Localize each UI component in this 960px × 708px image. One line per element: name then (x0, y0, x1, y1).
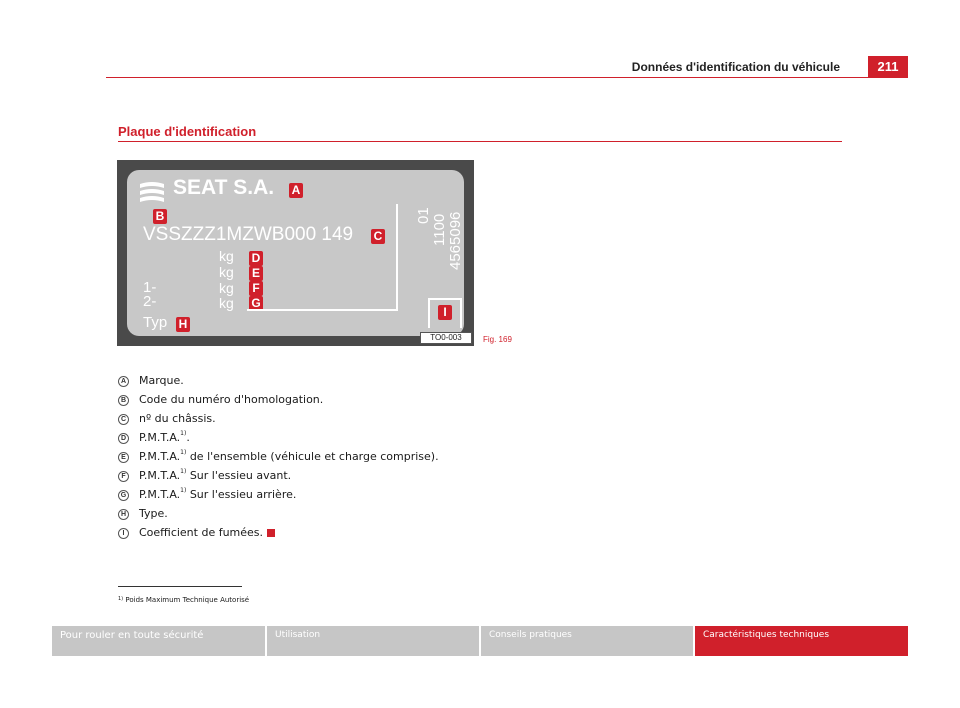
plate-letter-h: H (176, 317, 190, 332)
smoke-coefficient-box (428, 298, 462, 328)
legend-marker: H (118, 509, 129, 520)
identification-plate-figure: SEAT S.A. A B VSSZZZ1MZWB000 149 C kg D … (117, 160, 474, 346)
plate-letter-e: E (249, 266, 263, 281)
plate-letter-d: D (249, 251, 263, 266)
legend-text: P.M.T.A.1) de l'ensemble (véhicule et ch… (139, 449, 439, 463)
plate-letter-b: B (153, 209, 167, 224)
plate-divider-horizontal (247, 309, 398, 311)
header-rule (106, 77, 908, 78)
plate-vin: VSSZZZ1MZWB000 149 (143, 224, 354, 245)
page-number: 211 (868, 56, 908, 78)
plate-divider-vertical (396, 204, 398, 310)
legend-marker: F (118, 471, 129, 482)
plate-kg-d: kg (219, 248, 234, 264)
footnote-rule (118, 586, 242, 587)
plate-kg-e: kg (219, 264, 234, 280)
footnote-ref: 1) (180, 449, 187, 456)
footnote-ref: 1) (180, 430, 187, 437)
footnote: 1) Poids Maximum Technique Autorisé (118, 596, 249, 604)
legend-marker: B (118, 395, 129, 406)
legend-text: P.M.T.A.1) Sur l'essieu avant. (139, 468, 292, 482)
figure-code: TO0-003 (420, 332, 472, 344)
legend-marker: C (118, 414, 129, 425)
end-of-section-icon (267, 529, 276, 537)
plate-letter-a: A (289, 183, 303, 198)
legend-marker: A (118, 376, 129, 387)
plate-letter-g: G (249, 296, 263, 311)
footer-tab-caracteristiques[interactable]: Caractéristiques techniques (695, 626, 908, 656)
footer-tab-utilisation[interactable]: Utilisation (267, 626, 479, 656)
legend-text: nº du châssis. (139, 412, 216, 425)
identification-plate: SEAT S.A. A B VSSZZZ1MZWB000 149 C kg D … (127, 170, 464, 336)
plate-typ: Typ (143, 314, 168, 331)
plate-code-1: 01 (415, 207, 432, 224)
footer-tab-conseils[interactable]: Conseils pratiques (481, 626, 693, 656)
legend-marker: I (118, 528, 129, 539)
running-header-title: Données d'identification du véhicule (631, 60, 840, 74)
legend-marker: E (118, 452, 129, 463)
plate-vertical-codes: 01 1100 4565096 (412, 178, 472, 278)
plate-row-2: 2- (143, 293, 157, 310)
footnote-mark: 1) (118, 596, 124, 602)
section-rule (118, 141, 842, 142)
legend-text: Coefficient de fumées. (139, 526, 276, 539)
legend-text: P.M.T.A.1). (139, 430, 190, 444)
footnote-text: Poids Maximum Technique Autorisé (125, 596, 250, 604)
plate-letter-c: C (371, 229, 385, 244)
legend-text: Type. (139, 507, 168, 520)
plate-row-1: 1- (143, 279, 157, 296)
legend-text: Marque. (139, 374, 184, 387)
legend-marker: D (118, 433, 129, 444)
legend-marker: G (118, 490, 129, 501)
footer-tab-securite[interactable]: Pour rouler en toute sécurité (52, 626, 265, 656)
legend-text: Code du numéro d'homologation. (139, 393, 324, 406)
plate-code-2: 1100 (431, 213, 448, 246)
plate-brand: SEAT S.A. (173, 176, 275, 199)
legend-text: P.M.T.A.1) Sur l'essieu arrière. (139, 487, 297, 501)
figure-label: Fig. 169 (483, 335, 512, 344)
plate-letter-f: F (249, 281, 263, 296)
plate-kg-g: kg (219, 295, 234, 311)
section-title: Plaque d'identification (118, 124, 257, 139)
plate-kg-f: kg (219, 280, 234, 296)
footnote-ref: 1) (180, 487, 187, 494)
plate-letter-i: I (438, 305, 452, 320)
seat-logo-icon (140, 182, 164, 202)
footnote-ref: 1) (180, 468, 187, 475)
plate-code-3: 4565096 (447, 211, 464, 270)
